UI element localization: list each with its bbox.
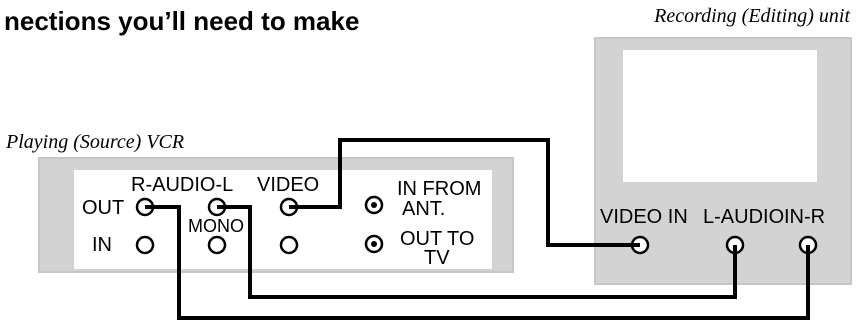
in-label: IN [92,234,112,256]
video-in-label: VIDEO IN [600,206,688,228]
in-r-label: IN-R [784,206,825,228]
in-from-label-line2: ANT. [402,198,445,220]
in-from-label-line1: IN FROM [397,178,481,200]
left-audio-cable [217,205,737,299]
recorder-title: Recording (Editing) unit [653,5,850,27]
right-audio-cable [145,205,810,320]
heading: nections you’ll need to make [4,6,359,36]
out-to-label-line1: OUT TO [400,228,474,250]
r-audio-l-label: R-AUDIO-L [131,174,233,196]
audio-r-in-jack [135,235,155,255]
video-cable [289,138,640,247]
out-to-label-line2: TV [424,247,450,269]
video-in-jack [279,235,299,255]
tv-out-connector-center [371,241,377,247]
video-label: VIDEO [257,174,319,196]
recorder-screen [623,50,817,182]
out-label: OUT [82,197,124,219]
l-audio-label: L-AUDIO [703,206,784,228]
ant-in-connector-center [371,202,377,208]
mono-label: MONO [188,216,244,236]
player-title: Playing (Source) VCR [5,131,184,153]
audio-l-in-jack [207,235,227,255]
